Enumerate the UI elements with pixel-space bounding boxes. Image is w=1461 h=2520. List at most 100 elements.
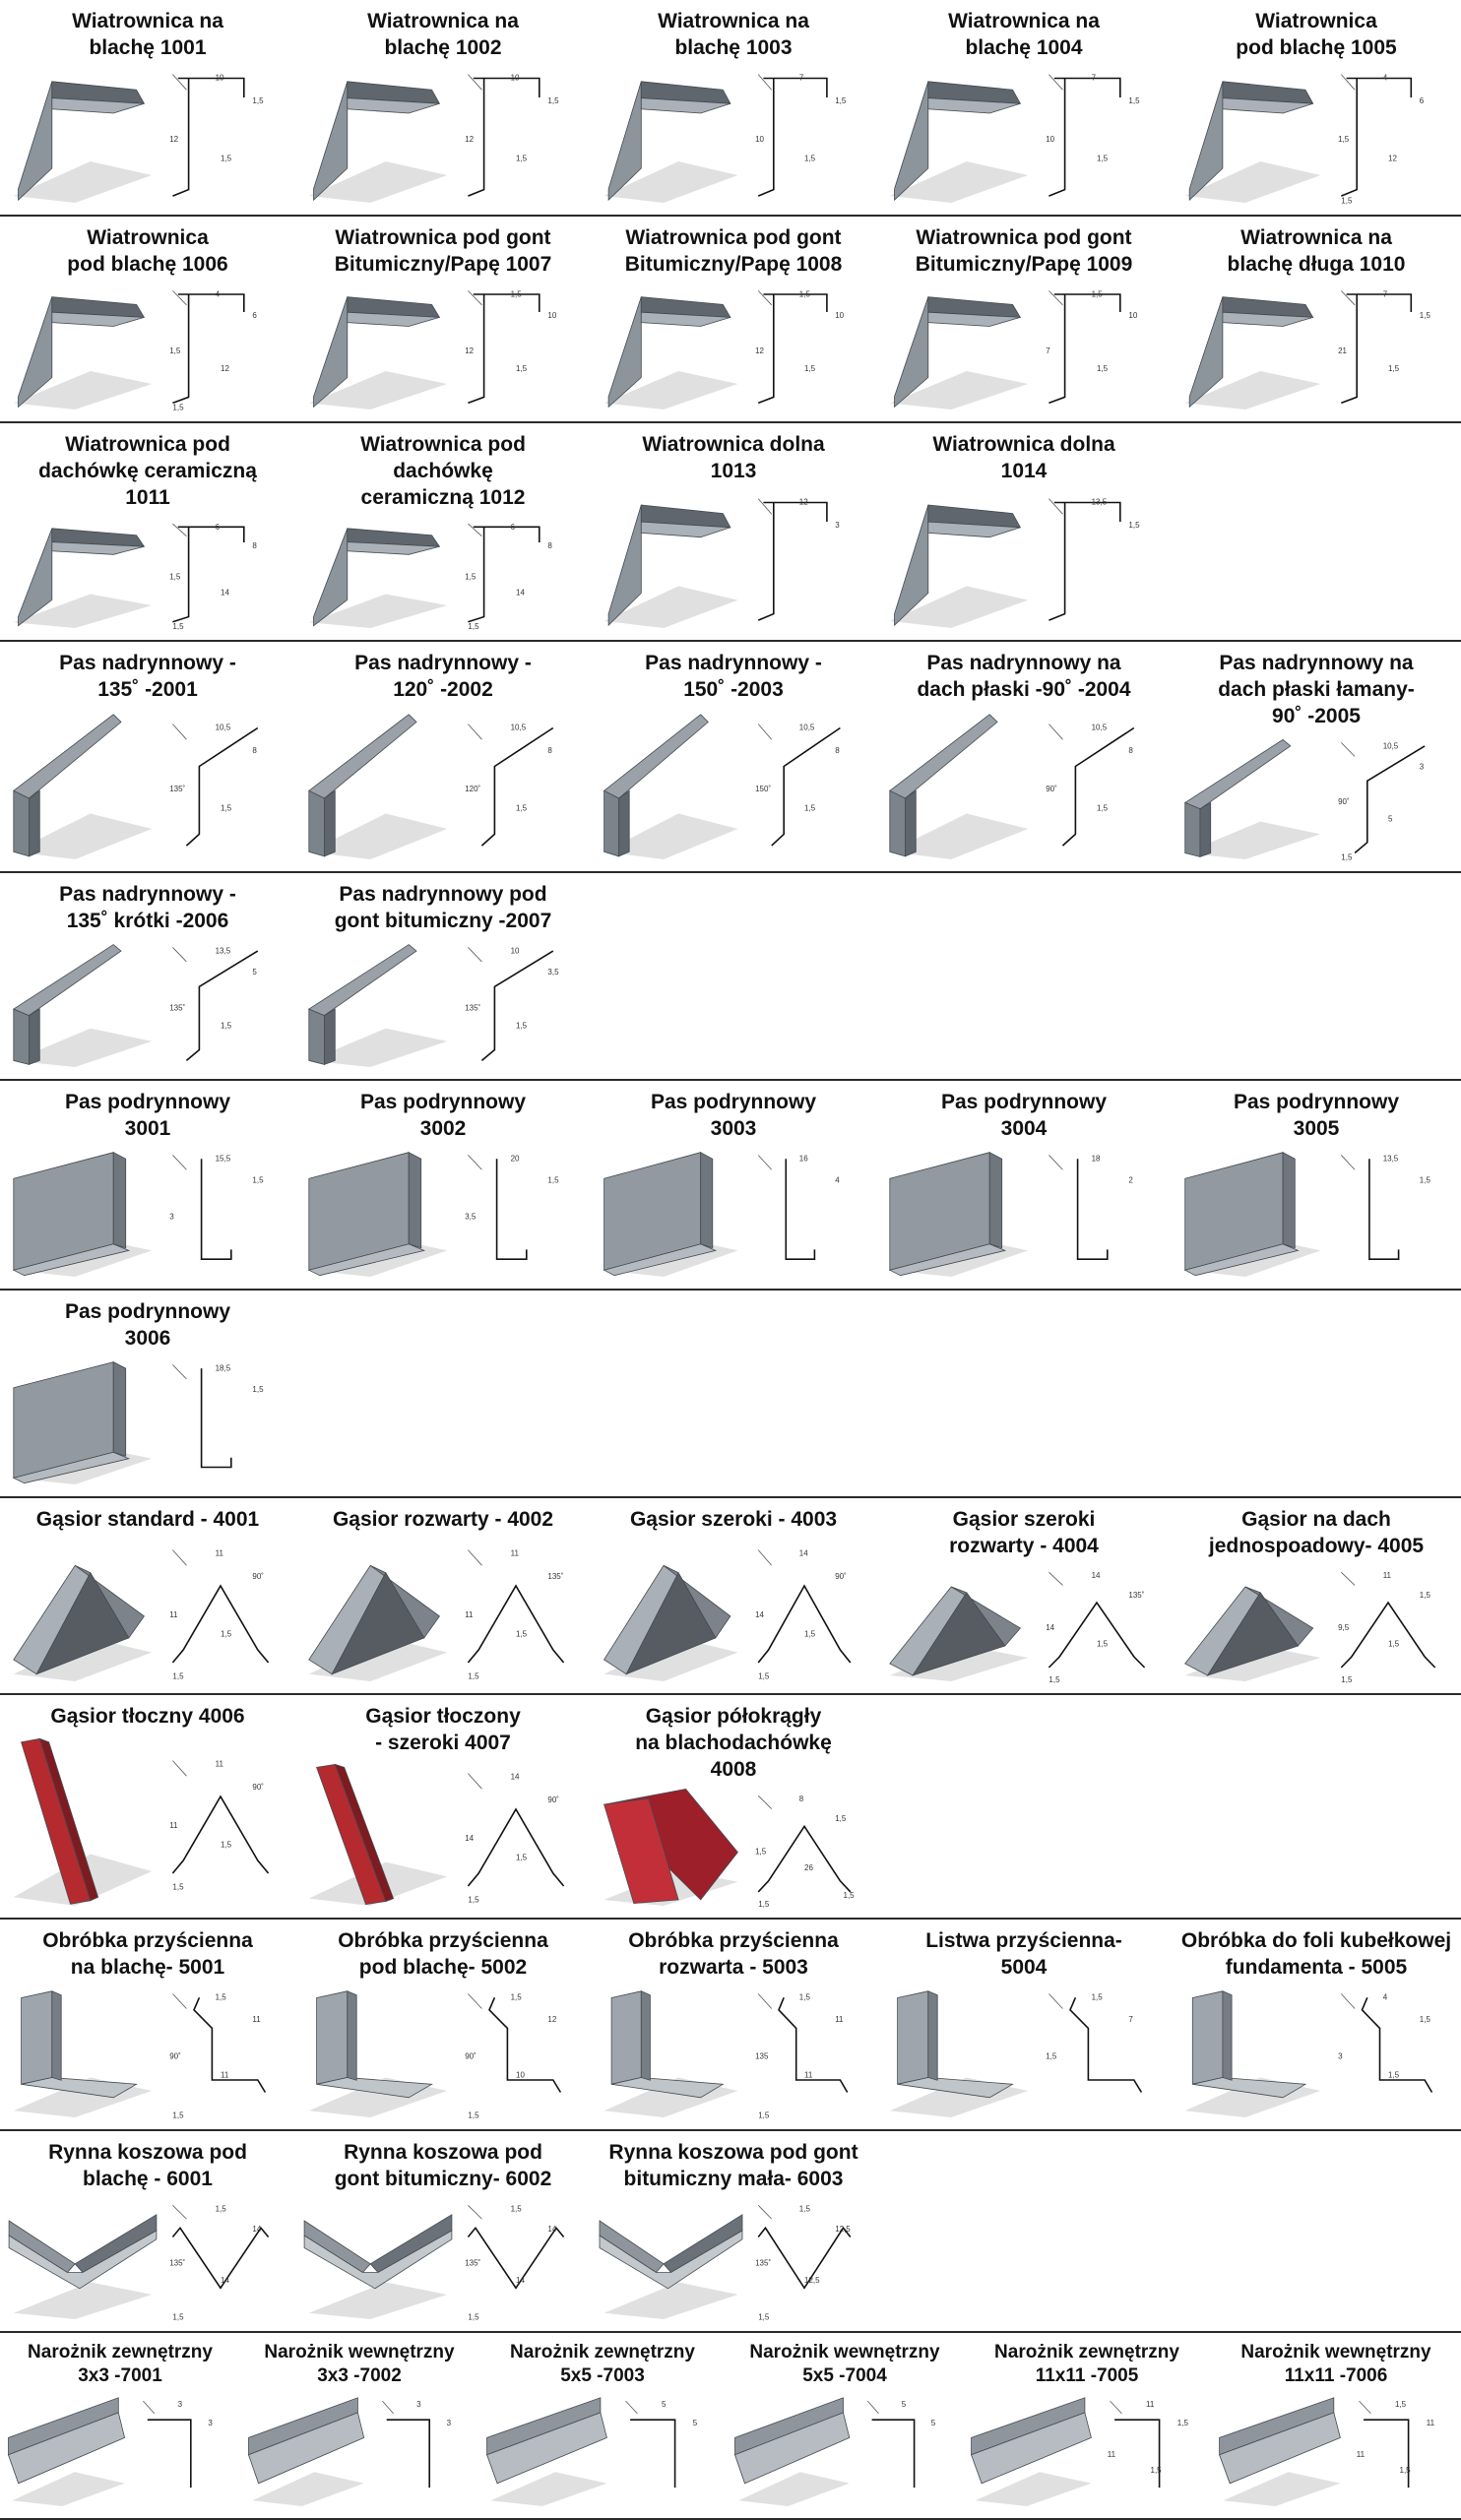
product-face — [897, 1990, 929, 2085]
product-face — [247, 2412, 365, 2485]
product-illustration — [308, 1564, 448, 1681]
dimension-label: 10 — [511, 946, 520, 955]
product-shadow — [1184, 821, 1321, 859]
product-illustration — [8, 2214, 158, 2319]
product-face — [611, 2077, 725, 2099]
product-shadow — [889, 1646, 1029, 1681]
profile-line — [778, 1996, 849, 2093]
product-shadow — [13, 2282, 153, 2319]
dimension-label: 1,5 — [758, 2111, 770, 2120]
dimension-label: 135˚ — [1128, 1591, 1144, 1600]
dimension-label: 7 — [799, 74, 804, 83]
direction-arrow — [1341, 290, 1356, 306]
product-title: Narożnik zewnętrzny 3x3 -7001 — [28, 2342, 213, 2386]
product-face — [610, 1990, 642, 2085]
product-face — [897, 2077, 1014, 2099]
dimension-label: 1,5 — [221, 1840, 232, 1849]
product-title: Gąsior tłoczony - szeroki 4007 — [365, 1705, 521, 1754]
dimension-label: 1,5 — [755, 1848, 767, 1857]
profile-line — [1354, 745, 1426, 854]
dimension-label: 5 — [931, 2419, 936, 2427]
dimension-label: 8 — [799, 1795, 804, 1803]
product-title: Wiatrownica pod gont Bitumiczny/Papę 100… — [624, 226, 843, 276]
dimension-label: 10 — [511, 74, 520, 83]
dimension-label: 11 — [1357, 2450, 1366, 2459]
profile-line — [467, 2226, 565, 2290]
dimension-label: 8 — [252, 541, 257, 550]
product-title: Narożnik wewnętrzny 3x3 -7002 — [264, 2342, 455, 2386]
dimension-label: 10,5 — [799, 723, 815, 731]
dimension-label: 10 — [1128, 311, 1137, 320]
dimension-label: 3 — [208, 2419, 213, 2427]
product-card: Wiatrownica pod gont Bitumiczny/Papę 100… — [295, 217, 591, 421]
product-shadow — [13, 161, 153, 203]
dimension-label: 13,5 — [216, 946, 231, 955]
direction-arrow — [1341, 1571, 1356, 1586]
dimension-label: 1,5 — [221, 1629, 232, 1638]
dimension-label: 90˚ — [252, 1783, 264, 1792]
profile-line — [147, 2419, 192, 2488]
product-face — [1183, 1243, 1300, 1277]
product-title: Wiatrownica pod dachówkę ceramiczną 1011 — [38, 433, 257, 509]
product-face — [347, 311, 440, 327]
dimension-label: 1,5 — [1046, 2052, 1057, 2061]
profile-drawing: 15,51,53 — [169, 1155, 264, 1260]
product-title: Gąsior szeroki rozwarty - 4004 — [949, 1508, 1099, 1557]
direction-arrow — [468, 2205, 482, 2220]
profile-line — [757, 293, 828, 405]
dimension-label: 1,5 — [468, 2111, 479, 2120]
product-card: Rynna koszowa pod gont bitumiczny mała- … — [591, 2131, 876, 2331]
profile-line — [467, 1807, 565, 1887]
dimension-label: 14 — [799, 1548, 808, 1557]
product-title: Pas nadrynnowy na dach płaski -90˚ -2004 — [917, 652, 1131, 701]
product-face — [28, 1008, 40, 1065]
product-illustration — [603, 1990, 738, 2117]
dimension-label: 11 — [221, 2070, 229, 2079]
dimension-label: 20 — [511, 1155, 520, 1164]
product-face — [1222, 311, 1313, 327]
product-face — [307, 1243, 426, 1277]
dimension-label: 5 — [902, 2400, 907, 2409]
direction-arrow — [468, 1773, 482, 1790]
dimension-label: 11 — [169, 1610, 178, 1619]
catalog-row: Wiatrownica pod dachówkę ceramiczną 1011… — [0, 423, 1461, 642]
dimension-label: 1,5 — [1388, 1640, 1400, 1649]
product-illustration — [1184, 1990, 1321, 2117]
profile-drawing: 111,59,51,51,5 — [1338, 1571, 1436, 1684]
direction-arrow — [172, 1548, 187, 1565]
dimension-label: 21 — [1338, 346, 1347, 355]
product-shadow — [308, 1637, 448, 1681]
product-title: Obróbka przyścienna pod blachę- 5002 — [338, 1929, 548, 1979]
product-title: Pas podrynnowy 3002 — [359, 1091, 527, 1140]
product-shadow — [490, 2472, 607, 2506]
dimension-label: 11 — [252, 2015, 261, 2024]
dimension-label: 11 — [835, 2015, 844, 2024]
dimension-label: 4 — [216, 289, 221, 298]
product-title: Pas podrynnowy 3001 — [64, 1091, 231, 1140]
product-illustration — [13, 81, 153, 203]
product-face — [347, 97, 440, 114]
dimension-label: 14 — [221, 588, 229, 597]
dimension-label: 12 — [755, 346, 764, 355]
dimension-label: 4 — [835, 1176, 840, 1185]
product-face — [347, 1990, 357, 2081]
dimension-label: 1,5 — [465, 573, 476, 582]
product-face — [603, 1243, 718, 1277]
dimension-label: 10 — [835, 311, 844, 320]
dimension-label: 1,5 — [511, 2204, 523, 2213]
product-title: Rynna koszowa pod gont bitumiczny mała- … — [608, 2141, 858, 2190]
profile-line — [468, 77, 540, 197]
direction-arrow — [172, 290, 187, 306]
